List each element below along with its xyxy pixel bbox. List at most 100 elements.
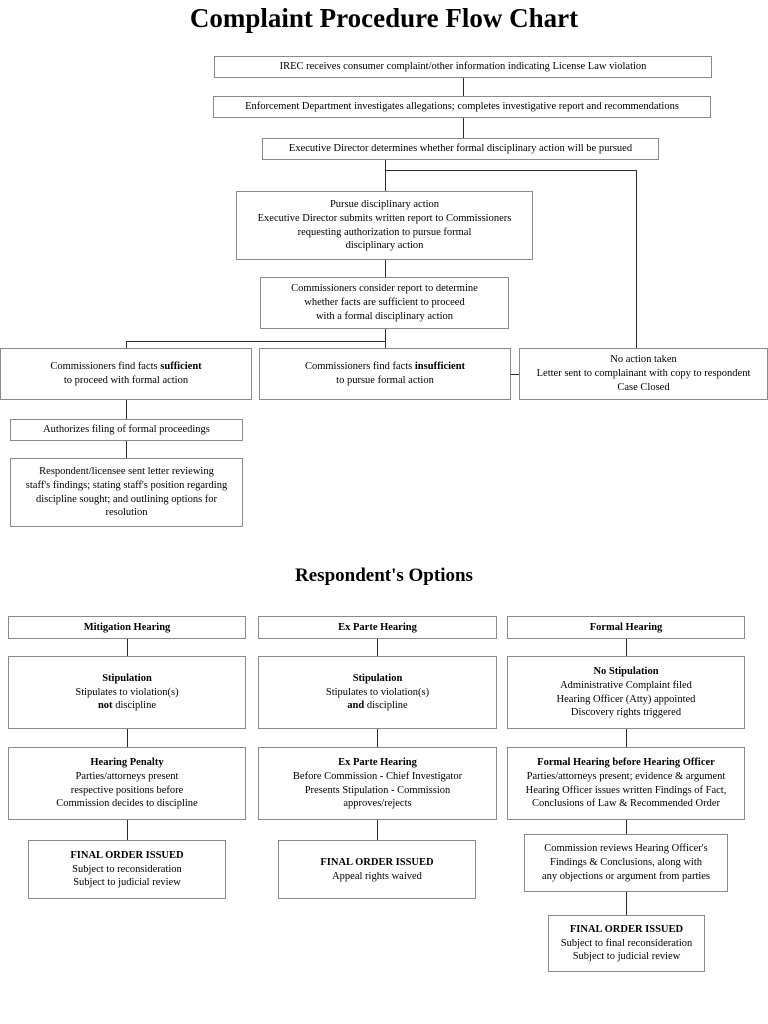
connector-authorizes-to-letter — [126, 441, 127, 458]
node-pursue-line4: disciplinary action — [345, 240, 424, 252]
node-col1-final-order: FINAL ORDER ISSUED Subject to reconsider… — [28, 840, 226, 899]
connector-consider-stub — [385, 329, 386, 341]
page-title: Complaint Procedure Flow Chart — [189, 3, 579, 33]
node-col3-review-line3: any objections or argument from parties — [541, 870, 711, 882]
connector-investigation-to-director — [463, 118, 464, 138]
node-pursue-line3: requesting authorization to pursue forma… — [297, 226, 472, 238]
node-col2-hearing-line1: Before Commission - Chief Investigator — [292, 770, 463, 782]
node-no-action-taken: No action taken Letter sent to complaina… — [519, 348, 768, 400]
node-col2-stipulation-keyword: and — [347, 700, 365, 712]
column-header-formal-hearing: Formal Hearing — [507, 616, 745, 639]
connector-col2-header-to-stipulation — [377, 639, 378, 656]
node-intake: IREC receives consumer complaint/other i… — [214, 56, 712, 78]
node-col2-final-title: FINAL ORDER ISSUED — [320, 856, 434, 868]
node-pursue-line1: Pursue disciplinary action — [329, 198, 440, 210]
node-sufficient-line2: to proceed with formal action — [63, 375, 189, 386]
node-col2-ex-parte-hearing: Ex Parte Hearing Before Commission - Chi… — [258, 747, 497, 820]
node-col2-hearing-line3: approves/rejects — [343, 798, 412, 810]
connector-consider-split — [126, 341, 386, 342]
node-authorizes-text: Authorizes filing of formal proceedings — [43, 424, 210, 436]
node-col3-final-line2: Subject to judicial review — [572, 951, 681, 963]
node-col2-hearing-line2: Presents Stipulation - Commission — [304, 784, 451, 796]
node-col3-final-title: FINAL ORDER ISSUED — [569, 923, 684, 935]
node-no-action-line2: Letter sent to complainant with copy to … — [536, 368, 751, 380]
node-intake-text: IREC receives consumer complaint/other i… — [279, 61, 647, 73]
node-col3-hearing-title: Formal Hearing before Hearing Officer — [537, 756, 715, 768]
node-col3-stipulation-line1: Administrative Complaint filed — [560, 679, 692, 691]
node-respondent-letter: Respondent/licensee sent letter reviewin… — [10, 458, 243, 527]
node-col3-final-order: FINAL ORDER ISSUED Subject to final reco… — [548, 915, 705, 972]
connector-sufficient-to-authorizes — [126, 400, 127, 419]
connector-right-branch-down — [636, 170, 637, 348]
node-authorizes-filing: Authorizes filing of formal proceedings — [10, 419, 243, 441]
connector-col3-review-to-final — [626, 892, 627, 915]
connector-col1-stipulation-to-hearing — [127, 729, 128, 747]
connector-intake-to-investigation — [463, 78, 464, 96]
connector-director-to-right-branch — [385, 170, 636, 171]
node-no-action-line1: No action taken — [610, 354, 677, 366]
node-investigation-text: Enforcement Department investigates alle… — [245, 101, 679, 113]
node-col3-stipulation-line2: Hearing Officer (Atty) appointed — [556, 693, 696, 705]
connector-director-stub — [385, 160, 386, 191]
column-header-ex-parte-hearing: Ex Parte Hearing — [258, 616, 497, 639]
connector-to-insufficient — [385, 341, 386, 348]
node-investigation: Enforcement Department investigates alle… — [213, 96, 711, 118]
node-col3-review-line1: Commission reviews Hearing Officer's — [544, 843, 708, 855]
connector-to-sufficient — [126, 341, 127, 348]
connector-col3-header-to-stipulation — [626, 639, 627, 656]
node-insufficient-line1-pre: Commissioners find facts — [304, 361, 415, 373]
node-sufficient-keyword: sufficient — [160, 361, 202, 373]
node-col1-final-title: FINAL ORDER ISSUED — [70, 849, 184, 861]
connector-insufficient-to-no-action — [511, 374, 519, 375]
node-consider-line2: whether facts are sufficient to proceed — [304, 297, 465, 309]
node-pursue-disciplinary-action: Pursue disciplinary action Executive Dir… — [236, 191, 533, 260]
connector-col2-hearing-to-final — [377, 820, 378, 840]
section-title: Respondent's Options — [295, 565, 473, 586]
node-respondent-letter-line4: resolution — [105, 507, 148, 519]
node-col1-stipulation: Stipulation Stipulates to violation(s) n… — [8, 656, 246, 729]
node-commissioners-consider: Commissioners consider report to determi… — [260, 277, 509, 329]
node-col1-final-line1: Subject to reconsideration — [72, 863, 182, 875]
node-respondent-letter-line3: discipline sought; and outlining options… — [35, 493, 218, 505]
node-no-action-line3: Case Closed — [617, 381, 670, 393]
node-col1-hearing-line3: Commission decides to discipline — [56, 798, 198, 810]
node-col2-hearing-title: Ex Parte Hearing — [338, 756, 417, 768]
node-facts-insufficient: Commissioners find facts insufficient to… — [259, 348, 511, 400]
connector-col2-stipulation-to-hearing — [377, 729, 378, 747]
node-sufficient-line1-pre: Commissioners find facts — [50, 361, 161, 373]
node-col3-commission-review: Commission reviews Hearing Officer's Fin… — [524, 834, 728, 892]
column-header-mitigation-hearing: Mitigation Hearing — [8, 616, 246, 639]
node-director-decision: Executive Director determines whether fo… — [262, 138, 659, 160]
node-director-decision-text: Executive Director determines whether fo… — [288, 143, 633, 155]
node-consider-line3: with a formal disciplinary action — [315, 310, 454, 322]
node-col1-stipulation-keyword: not — [97, 700, 113, 712]
node-col3-hearing-line2: Hearing Officer issues written Findings … — [525, 784, 727, 796]
connector-col3-hearing-to-review — [626, 820, 627, 834]
node-col2-stipulation: Stipulation Stipulates to violation(s) a… — [258, 656, 497, 729]
column-header-formal-label: Formal Hearing — [589, 621, 663, 633]
node-col1-hearing-line1: Parties/attorneys present — [75, 770, 179, 782]
node-col3-no-stipulation: No Stipulation Administrative Complaint … — [507, 656, 745, 729]
node-col2-final-order: FINAL ORDER ISSUED Appeal rights waived — [278, 840, 476, 899]
column-header-mitigation-label: Mitigation Hearing — [83, 621, 171, 633]
node-col1-stipulation-line2-rest: discipline — [112, 700, 157, 712]
node-insufficient-keyword: insufficient — [414, 361, 466, 373]
node-consider-line1: Commissioners consider report to determi… — [291, 283, 478, 295]
node-col3-review-line2: Findings & Conclusions, along with — [550, 857, 702, 869]
node-col1-hearing-line2: respective positions before — [70, 784, 184, 796]
node-insufficient-line2: to pursue formal action — [336, 375, 434, 386]
node-col1-stipulation-title: Stipulation — [102, 672, 152, 684]
connector-col1-header-to-stipulation — [127, 639, 128, 656]
node-pursue-line2: Executive Director submits written repor… — [257, 212, 512, 224]
node-facts-sufficient: Commissioners find facts sufficient to p… — [0, 348, 252, 400]
node-col3-hearing-line3: Conclusions of Law & Recommended Order — [531, 798, 721, 810]
node-col2-stipulation-title: Stipulation — [352, 672, 403, 684]
node-col3-final-line1: Subject to final reconsideration — [560, 937, 693, 949]
node-col3-formal-hearing: Formal Hearing before Hearing Officer Pa… — [507, 747, 745, 820]
node-col3-stipulation-line3: Discovery rights triggered — [570, 707, 682, 719]
node-col2-stipulation-line1: Stipulates to violation(s) — [325, 686, 430, 698]
node-col3-stipulation-title: No Stipulation — [593, 665, 659, 677]
node-respondent-letter-line1: Respondent/licensee sent letter reviewin… — [39, 465, 214, 477]
node-col1-final-line2: Subject to judicial review — [73, 877, 181, 889]
